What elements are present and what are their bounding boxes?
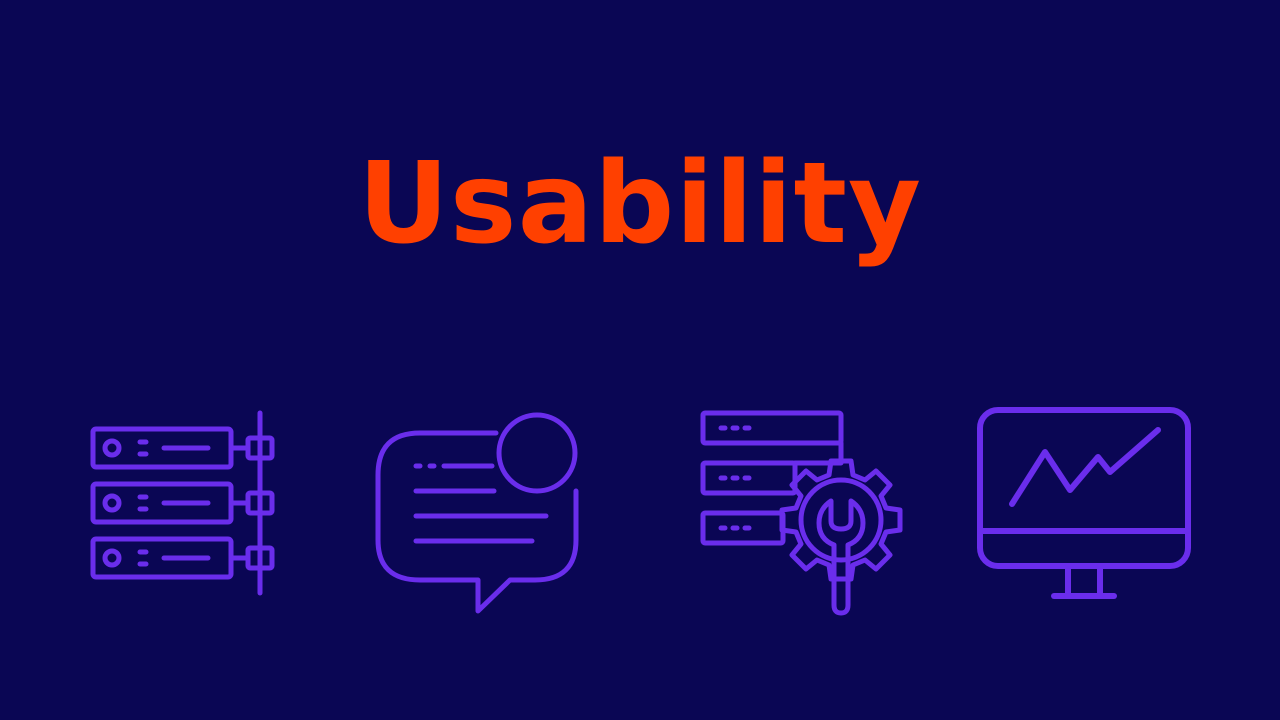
server-rack-icon xyxy=(90,410,275,596)
notification-badge-count: 1 xyxy=(525,432,549,476)
monitor-analytics-icon xyxy=(977,407,1191,599)
server-maintenance-icon xyxy=(700,410,903,616)
chat-notification-icon: 1 xyxy=(375,412,579,614)
page-title: Usability xyxy=(357,139,923,269)
